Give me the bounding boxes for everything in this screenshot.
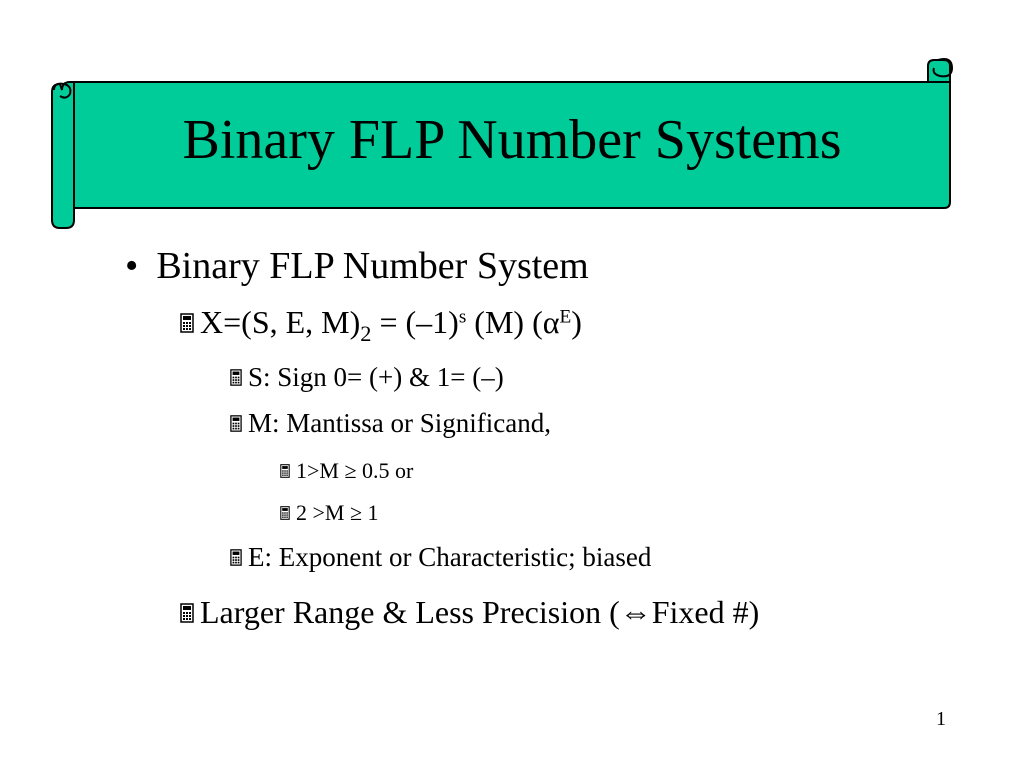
slide-title: Binary FLP Number Systems bbox=[182, 109, 842, 171]
title-banner bbox=[51, 58, 954, 229]
bullet-mantissa: M: Mantissa or Significand, bbox=[230, 408, 551, 439]
bullet-formula: X=(S, E, M)2 = (–1)s (M) (αE) bbox=[180, 304, 582, 346]
bullet-text: 2 >M ≥ 1 bbox=[296, 500, 379, 525]
bullet-dot-icon: • bbox=[125, 245, 139, 287]
calculator-icon bbox=[230, 415, 242, 432]
calculator-icon bbox=[280, 506, 290, 520]
calculator-icon bbox=[230, 549, 242, 566]
formula-text: X=(S, E, M)2 = (–1)s (M) (αE) bbox=[200, 304, 582, 346]
calculator-icon bbox=[180, 603, 194, 623]
bullet-text: Larger Range & Less Precision (⇔Fixed #) bbox=[200, 594, 760, 630]
banner-body bbox=[73, 59, 951, 209]
bullet-range-precision: Larger Range & Less Precision (⇔Fixed #) bbox=[180, 594, 759, 631]
bullet-binary-flp-system: • Binary FLP Number System bbox=[125, 244, 589, 288]
bullet-text: Binary FLP Number System bbox=[156, 245, 589, 287]
banner-right-roll bbox=[932, 58, 954, 78]
slide-number: 1 bbox=[936, 708, 946, 730]
bullet-text: S: Sign 0= (+) & 1= (–) bbox=[248, 362, 504, 392]
calculator-icon bbox=[280, 464, 290, 478]
bullet-text: E: Exponent or Characteristic; biased bbox=[248, 542, 652, 572]
bullet-text: 1>M ≥ 0.5 or bbox=[296, 458, 414, 483]
bullet-range-1: 1>M ≥ 0.5 or bbox=[280, 458, 413, 484]
bullet-range-2: 2 >M ≥ 1 bbox=[280, 500, 379, 526]
bullet-sign: S: Sign 0= (+) & 1= (–) bbox=[230, 362, 504, 393]
banner-left-roll bbox=[51, 81, 75, 229]
bullet-text: M: Mantissa or Significand, bbox=[248, 408, 551, 438]
calculator-icon bbox=[180, 313, 194, 333]
bullet-exponent: E: Exponent or Characteristic; biased bbox=[230, 542, 651, 573]
calculator-icon bbox=[230, 369, 242, 386]
